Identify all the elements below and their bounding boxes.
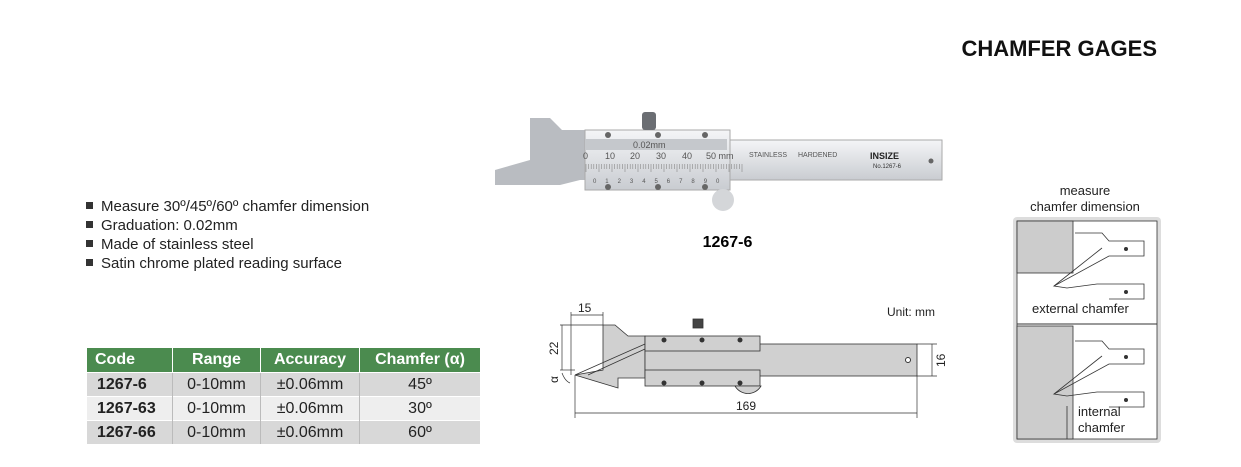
vernier-label: 5 (655, 179, 659, 185)
vernier-label: 0 (716, 179, 720, 185)
vernier-label: 3 (630, 179, 634, 185)
feature-item: Made of stainless steel (86, 235, 369, 254)
feature-list: Measure 30º/45º/60º chamfer dimension Gr… (86, 197, 369, 273)
cell: ±0.06mm (260, 420, 360, 444)
dim-15: 15 (578, 301, 592, 315)
brand-logo: INSIZE (870, 151, 899, 161)
feature-text: Measure 30º/45º/60º chamfer dimension (101, 198, 370, 215)
cell: 45º (359, 372, 480, 397)
col-header-chamfer: Chamfer (α) (359, 348, 480, 373)
dim-22: 22 (547, 341, 561, 355)
chamfer-measure-diagram: external chamfer internal chamfer (1013, 217, 1161, 443)
scale-label: 20 (630, 151, 640, 161)
scale-label: 30 (656, 151, 666, 161)
cell: 1267-63 (87, 396, 173, 421)
scale-label: 10 (605, 151, 615, 161)
cell: ±0.06mm (260, 396, 360, 421)
col-header-code: Code (87, 348, 173, 373)
caption-line: chamfer dimension (1030, 199, 1140, 214)
page-title: CHAMFER GAGES (961, 36, 1157, 61)
stainless-label: STAINLESS (749, 152, 787, 159)
col-header-accuracy: Accuracy (260, 348, 360, 373)
model-label: 1267-6 (702, 234, 753, 251)
cell: 0-10mm (172, 420, 261, 444)
cell: 30º (359, 396, 480, 421)
dim-16: 16 (934, 353, 948, 367)
caption-line: measure (1059, 183, 1111, 198)
cell: 1267-66 (87, 420, 173, 444)
internal-chamfer-label: chamfer (1078, 420, 1126, 435)
vernier-label: 2 (618, 179, 622, 185)
vernier-label: 1 (605, 179, 609, 185)
vernier-label: 9 (704, 179, 708, 185)
cell: 0-10mm (172, 396, 261, 421)
side-diagram-caption: measure chamfer dimension (1005, 183, 1165, 215)
feature-item: Measure 30º/45º/60º chamfer dimension (86, 197, 369, 216)
cell: 0-10mm (172, 372, 261, 397)
dim-169: 169 (736, 399, 756, 413)
product-photo: 0 10 20 30 40 50 mm 0.02mm STAINLESS HAR… (495, 112, 943, 211)
scale-label: 50 mm (706, 151, 734, 161)
bullet-icon (86, 240, 93, 247)
feature-text: Graduation: 0.02mm (101, 217, 238, 234)
bullet-icon (86, 202, 93, 209)
internal-chamfer-label: internal (1078, 404, 1121, 419)
bullet-icon (86, 221, 93, 228)
vernier-label: 0 (593, 179, 597, 185)
cell: ±0.06mm (260, 372, 360, 397)
vernier-label: 7 (679, 179, 683, 185)
external-chamfer-label: external chamfer (1032, 301, 1129, 316)
model-mark: No.1267-6 (873, 164, 902, 170)
unit-label: Unit: mm (887, 305, 935, 319)
alpha-label: α (547, 376, 561, 383)
scale-label: 0 (583, 151, 588, 161)
bullet-icon (86, 259, 93, 266)
col-header-range: Range (172, 348, 261, 373)
vernier-label: 8 (691, 179, 695, 185)
feature-item: Satin chrome plated reading surface (86, 254, 369, 273)
dimension-drawing: 15 22 16 169 α (547, 301, 948, 418)
feature-text: Made of stainless steel (101, 236, 254, 253)
scale-label: 40 (682, 151, 692, 161)
feature-text: Satin chrome plated reading surface (101, 255, 342, 272)
cell: 60º (359, 420, 480, 444)
vernier-label: 4 (642, 179, 646, 185)
hardened-label: HARDENED (798, 152, 837, 159)
cell: 1267-6 (87, 372, 173, 397)
table-header-row: Code Range Accuracy Chamfer (α) (87, 348, 480, 373)
vernier-label: 6 (667, 179, 671, 185)
graduation-label: 0.02mm (633, 140, 666, 150)
feature-item: Graduation: 0.02mm (86, 216, 369, 235)
